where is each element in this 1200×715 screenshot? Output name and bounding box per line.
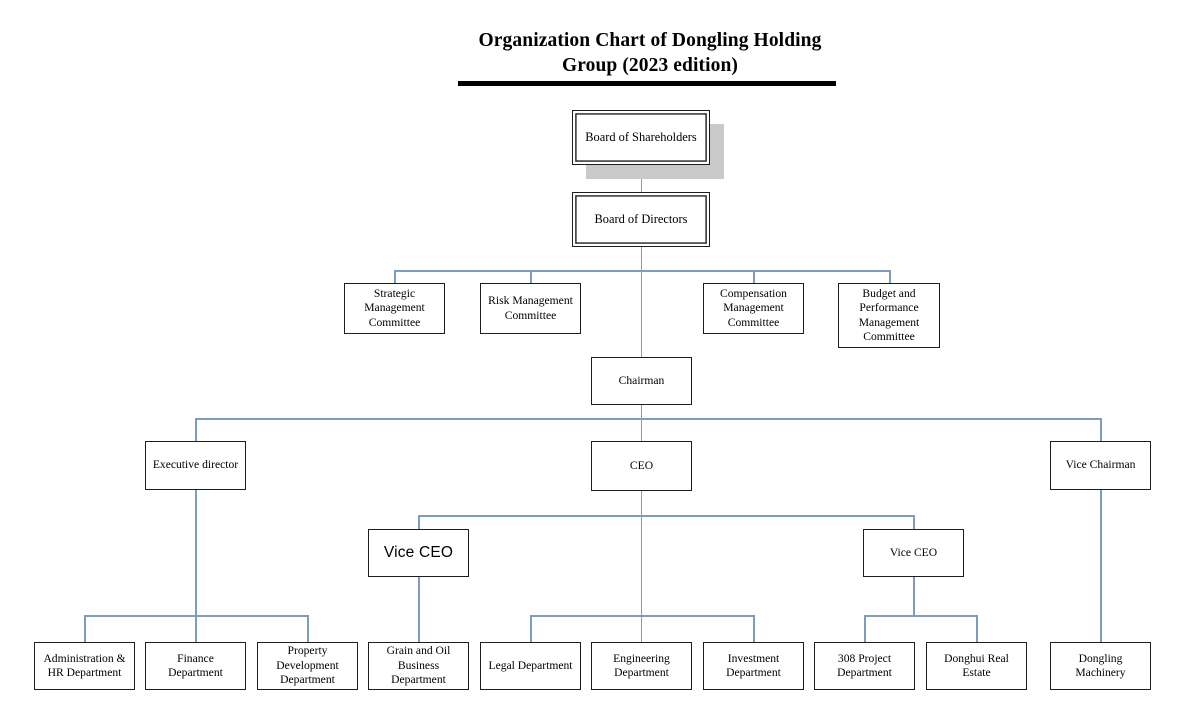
node-dongling-machinery[interactable]: Dongling Machinery <box>1050 642 1151 690</box>
node-label: Finance Department <box>168 651 223 680</box>
connector-drop-vice-ceo-left <box>418 515 420 529</box>
node-label: Board of Shareholders <box>585 130 697 145</box>
node-label: Property Development Department <box>276 644 339 687</box>
node-label: Compensation Management Committee <box>720 286 787 329</box>
node-label: Risk Management Committee <box>488 294 573 322</box>
node-vice-ceo-left[interactable]: Vice CEO <box>368 529 469 577</box>
page-title: Organization Chart of Dongling Holding G… <box>440 28 860 78</box>
node-label: Engineering Department <box>613 651 670 680</box>
node-label: 308 Project Department <box>837 651 892 680</box>
node-board-of-directors[interactable]: Board of Directors <box>572 192 710 247</box>
connector-drop-vice-ceo-right <box>913 515 915 529</box>
node-administration-hr-department[interactable]: Administration & HR Department <box>34 642 135 690</box>
node-budget-performance-management-committee[interactable]: Budget and Performance Management Commit… <box>838 283 940 348</box>
node-label: Donghui Real Estate <box>944 651 1009 680</box>
page-title-line-1: Organization Chart of Dongling Holding <box>478 30 822 51</box>
connector-drop-vice-chairman <box>1100 418 1102 441</box>
node-donghui-real-estate[interactable]: Donghui Real Estate <box>926 642 1027 690</box>
connector-drop-308 <box>864 615 866 642</box>
node-label: Legal Department <box>488 658 573 672</box>
node-engineering-department[interactable]: Engineering Department <box>591 642 692 690</box>
connector-drop-investment <box>753 615 755 642</box>
connector-vice-ceo-right-down <box>913 577 915 615</box>
connector-drop-admin-hr <box>84 615 86 642</box>
node-label: Administration & HR Department <box>43 651 126 680</box>
connector-vice-ceo-left-down <box>418 577 420 642</box>
connector-drop-legal <box>530 615 532 642</box>
connector-chairman-down <box>640 405 643 441</box>
node-label: Strategic Management Committee <box>364 286 425 329</box>
node-label: Dongling Machinery <box>1075 651 1126 680</box>
connector-ceo-down <box>640 491 643 615</box>
connector-committee-bus-left <box>394 270 641 272</box>
node-compensation-management-committee[interactable]: Compensation Management Committee <box>703 283 804 334</box>
node-legal-department[interactable]: Legal Department <box>480 642 581 690</box>
connector-exec-director-down <box>195 490 197 615</box>
title-underline-rule <box>458 81 836 86</box>
connector-vice-ceo-right-bus <box>864 615 977 617</box>
node-vice-chairman[interactable]: Vice Chairman <box>1050 441 1151 490</box>
connector-drop-compensation <box>753 270 755 283</box>
connector-directors-down <box>640 247 643 364</box>
node-board-of-shareholders[interactable]: Board of Shareholders <box>572 110 710 165</box>
node-label: Vice CEO <box>383 543 454 561</box>
node-ceo[interactable]: CEO <box>591 441 692 491</box>
node-label: Executive director <box>152 458 239 472</box>
node-label: Vice Chairman <box>1065 458 1136 472</box>
node-label: Investment Department <box>726 651 781 680</box>
node-label: Chairman <box>618 373 665 387</box>
node-label: Vice CEO <box>889 545 938 559</box>
node-chairman[interactable]: Chairman <box>591 357 692 405</box>
node-label: Budget and Performance Management Commit… <box>858 286 920 344</box>
node-label: CEO <box>629 458 654 472</box>
node-308-project-department[interactable]: 308 Project Department <box>814 642 915 690</box>
node-executive-director[interactable]: Executive director <box>145 441 246 490</box>
node-finance-department[interactable]: Finance Department <box>145 642 246 690</box>
connector-drop-engineering <box>640 615 643 642</box>
node-investment-department[interactable]: Investment Department <box>703 642 804 690</box>
node-risk-management-committee[interactable]: Risk Management Committee <box>480 283 581 334</box>
connector-drop-strategic <box>394 270 396 283</box>
page-title-line-2: Group (2023 edition) <box>561 55 739 76</box>
connector-drop-donghui <box>976 615 978 642</box>
node-label: Grain and Oil Business Department <box>386 644 451 687</box>
connector-vice-ceo-bus <box>418 515 914 517</box>
connector-drop-budget <box>889 270 891 283</box>
connector-drop-finance <box>195 615 197 642</box>
connector-drop-risk <box>530 270 532 283</box>
connector-vice-chairman-down <box>1100 490 1102 642</box>
connector-drop-property <box>307 615 309 642</box>
connector-committee-bus-right <box>640 270 889 272</box>
node-label: Board of Directors <box>594 212 688 227</box>
node-grain-and-oil-business-department[interactable]: Grain and Oil Business Department <box>368 642 469 690</box>
node-strategic-management-committee[interactable]: Strategic Management Committee <box>344 283 445 334</box>
node-property-development-department[interactable]: Property Development Department <box>257 642 358 690</box>
connector-drop-exec-director <box>195 418 197 441</box>
node-vice-ceo-right[interactable]: Vice CEO <box>863 529 964 577</box>
connector-level4-bus <box>195 418 1101 420</box>
